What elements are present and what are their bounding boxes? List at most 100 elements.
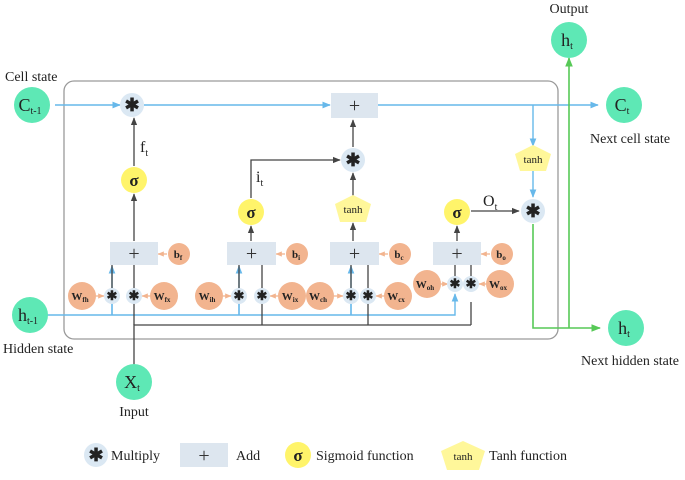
mul-fx-symbol: ✱	[129, 288, 140, 303]
input-multiply	[341, 148, 365, 172]
forget-sigmoid-symbol: σ	[129, 171, 139, 190]
forget-sigmoid	[121, 167, 147, 193]
mul-fx	[126, 288, 142, 304]
mul-ox-symbol: ✱	[466, 276, 477, 291]
weight-wox-label: Wox	[489, 279, 508, 292]
hidden-state-prev-node	[12, 297, 48, 333]
input-add-box	[227, 242, 276, 265]
forget-multiply	[120, 93, 144, 117]
legend-tanh-label: Tanh function	[489, 449, 567, 464]
state-nodes: Ct-1 Ct ht-1 ht ht Xt	[12, 22, 644, 400]
output-node-label: ht	[561, 30, 573, 52]
lstm-cell-frame	[63, 80, 559, 340]
output-add-symbol: +	[451, 243, 462, 265]
next-hidden-state-title: Next hidden state	[581, 354, 679, 369]
weight-wfx	[150, 282, 178, 310]
legend-sigmoid-label: Sigmoid function	[316, 449, 414, 464]
weight-wfx-label: Wfx	[154, 291, 171, 304]
output-multiply-symbol: ✱	[525, 201, 540, 221]
small-multiply-nodes: ✱ ✱ ✱ ✱ ✱ ✱ ✱ ✱	[104, 276, 479, 304]
mul-ch-symbol: ✱	[346, 288, 357, 303]
hidden-state-prev-label: ht-1	[18, 305, 38, 327]
weight-wch-label: Wch	[309, 291, 327, 304]
output-title: Output	[550, 2, 589, 17]
weight-wih-label: Wih	[199, 291, 216, 304]
bias-nodes: bf bi bc bo	[168, 243, 513, 265]
weight-wch	[306, 282, 334, 310]
bias-bf	[168, 243, 190, 265]
input-gate-label: it	[256, 169, 263, 189]
cell-state-next-label: Ct	[615, 95, 630, 117]
weight-wox	[486, 270, 514, 298]
legend: ✱ Multiply + Add σ Sigmoid function tanh…	[84, 441, 567, 470]
cell-state-title: Cell state	[5, 70, 58, 85]
tanh-nodes: tanh tanh	[335, 145, 551, 222]
input-title: Input	[119, 405, 149, 420]
mul-ih	[231, 288, 247, 304]
forget-gate-label: ft	[140, 139, 148, 159]
hidden-state-title: Hidden state	[3, 342, 73, 357]
multiply-nodes: ✱ ✱ ✱	[120, 93, 545, 223]
legend-multiply-icon	[84, 443, 108, 467]
forget-add-box	[110, 242, 158, 265]
mul-ix	[254, 288, 270, 304]
forget-add-symbol: +	[128, 243, 139, 265]
weight-arrows	[96, 251, 490, 299]
cell-state-next-node	[606, 87, 642, 123]
legend-add-symbol: +	[198, 445, 209, 467]
output-node	[551, 22, 587, 58]
cell-add-box	[331, 93, 378, 118]
legend-tanh-symbol: tanh	[454, 451, 473, 463]
weight-nodes: Wfh Wfx Wih Wix Wch Wcx Woh Wox	[68, 270, 514, 310]
hidden-state-next-label: ht	[618, 318, 630, 340]
mul-ix-symbol: ✱	[257, 288, 268, 303]
forget-multiply-symbol: ✱	[124, 95, 139, 115]
input-node	[116, 364, 152, 400]
legend-multiply-symbol: ✱	[88, 445, 103, 465]
legend-add-icon	[180, 443, 228, 467]
mul-cx-symbol: ✱	[363, 288, 374, 303]
output-gate-label: Ot	[483, 193, 498, 213]
input-multiply-symbol: ✱	[345, 150, 360, 170]
cell-add-symbol: +	[349, 95, 360, 117]
legend-add-label: Add	[236, 449, 260, 464]
legend-multiply-label: Multiply	[111, 449, 160, 464]
mul-fh	[104, 288, 120, 304]
mul-fh-symbol: ✱	[107, 288, 118, 303]
input-add-symbol: +	[246, 243, 257, 265]
sigmoid-nodes: σ σ σ	[121, 167, 470, 225]
input-sigmoid-symbol: σ	[246, 203, 256, 222]
mul-ox	[463, 276, 479, 292]
bias-bc-label: bc	[394, 249, 403, 262]
input-sigmoid	[238, 199, 264, 225]
weight-wix	[278, 282, 306, 310]
output-add-box	[433, 242, 481, 265]
candidate-tanh-label: tanh	[344, 204, 363, 216]
next-cell-state-title: Next cell state	[590, 132, 670, 147]
weight-woh-label: Woh	[416, 279, 435, 292]
cell-tanh	[515, 145, 551, 171]
mul-ih-symbol: ✱	[234, 288, 245, 303]
weight-wcx	[384, 282, 412, 310]
legend-sigmoid-icon	[285, 442, 311, 468]
output-multiply	[521, 199, 545, 223]
weight-wih	[195, 282, 223, 310]
candidate-add-symbol: +	[349, 243, 360, 265]
bias-bf-label: bf	[174, 249, 183, 262]
bias-bo	[491, 243, 513, 265]
weight-wfh-label: Wfh	[71, 291, 88, 304]
weight-wcx-label: Wcx	[387, 291, 405, 304]
cell-state-prev-node	[14, 87, 50, 123]
output-sigmoid	[444, 199, 470, 225]
mul-oh	[447, 276, 463, 292]
mul-ch	[343, 288, 359, 304]
cell-state-prev-label: Ct-1	[18, 95, 41, 117]
bias-bi-label: bi	[292, 249, 300, 262]
weight-wfh	[68, 282, 96, 310]
legend-tanh-icon	[441, 441, 485, 470]
hidden-state-next-node	[608, 310, 644, 346]
bias-bc	[389, 243, 411, 265]
mul-cx	[360, 288, 376, 304]
